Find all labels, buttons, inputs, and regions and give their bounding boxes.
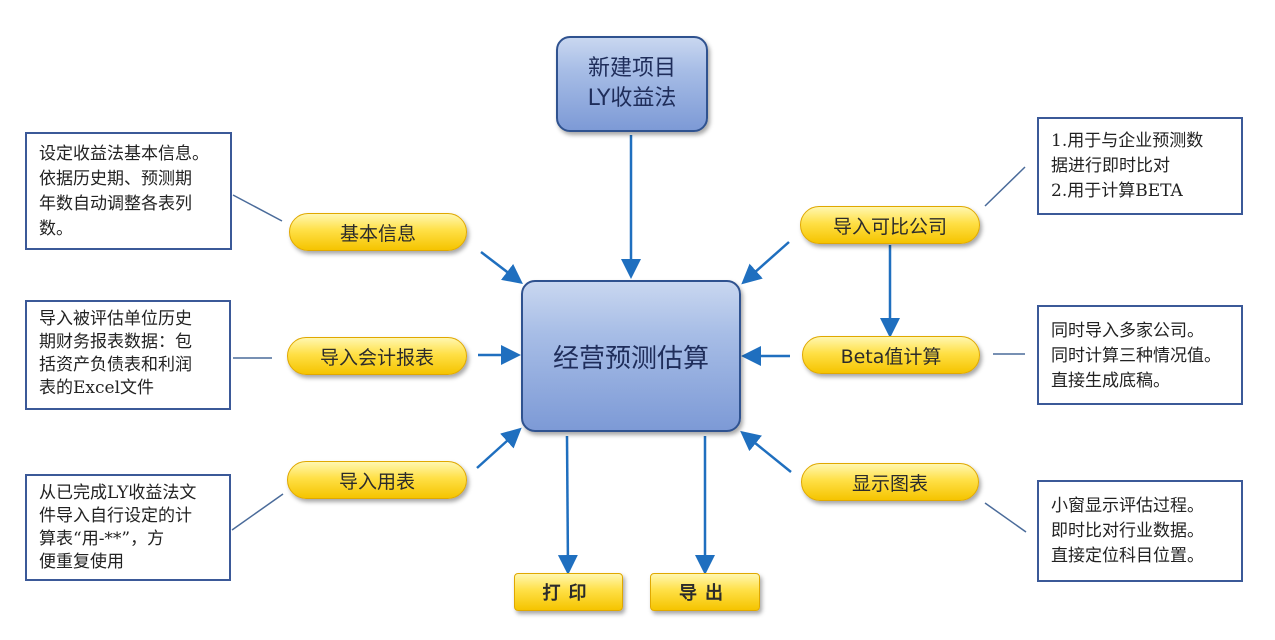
comparable-note: 1.用于与企业预测数 据进行即时比对 2.用于计算BETA [1037,117,1243,215]
note-line: 同时计算三种情况值。 [1051,346,1221,366]
arrow-basic-info-to-center [480,251,523,285]
import-comparable-label: 导入可比公司 [832,215,947,238]
basic-info-note: 设定收益法基本信息。 依据历史期、预测期 年数自动调整各表列 数。 [25,132,232,250]
export-label: 导出 [679,583,731,604]
import-tables-label: 导入用表 [338,470,415,493]
connector-comparable-note [984,166,1026,207]
note-line: 1.用于与企业预测数 [1051,131,1204,151]
note-line: 依据历史期、预测期 [39,169,192,189]
show-chart-label: 显示图表 [851,472,928,495]
note-line: 据进行即时比对 [1051,156,1170,176]
note-line: 小窗显示评估过程。 [1051,496,1204,516]
forecast-estimate-node[interactable]: 经营预测估算 [521,280,741,432]
import-accounts-label: 导入会计报表 [319,346,434,369]
note-line: 表的Excel文件 [39,378,155,398]
export-button[interactable]: 导出 [650,573,760,611]
note-line: 年数自动调整各表列 [39,194,192,214]
beta-calc-pill[interactable]: Beta值计算 [802,336,980,374]
note-line: 直接生成底稿。 [1051,371,1170,391]
print-label: 打印 [542,583,595,604]
note-line: 2.用于计算BETA [1051,181,1183,201]
print-button[interactable]: 打印 [514,573,623,611]
method-label: LY收益法 [587,86,677,111]
note-line: 直接定位科目位置。 [1051,546,1204,566]
arrow-tables-to-center [476,427,522,469]
note-line: 件导入自行设定的计 [39,506,192,526]
note-line: 同时导入多家公司。 [1051,321,1204,341]
beta-calc-label: Beta值计算 [840,345,942,368]
beta-note: 同时导入多家公司。 同时计算三种情况值。 直接生成底稿。 [1037,305,1243,405]
chart-note: 小窗显示评估过程。 即时比对行业数据。 直接定位科目位置。 [1037,480,1243,582]
connector-chart-note [984,502,1027,533]
import-tables-pill[interactable]: 导入用表 [287,461,467,499]
basic-info-pill[interactable]: 基本信息 [289,213,467,251]
arrow-center-to-print [557,435,578,575]
arrow-chart-to-center [740,430,792,473]
basic-info-label: 基本信息 [339,222,416,245]
new-project-node[interactable]: 新建项目 LY收益法 [556,36,708,132]
note-line: 数。 [39,219,73,239]
import-comparable-pill[interactable]: 导入可比公司 [800,206,980,244]
new-project-label: 新建项目 [587,56,676,81]
note-line: 便重复使用 [39,552,124,572]
note-line: 导入被评估单位历史 [39,309,192,329]
note-line: 即时比对行业数据。 [1051,521,1204,541]
note-line: 设定收益法基本信息。 [39,144,209,164]
forecast-estimate-label: 经营预测估算 [552,343,709,374]
import-tables-note: 从已完成LY收益法文 件导入自行设定的计 算表“用-**”，方 便重复使用 [25,474,231,581]
note-line: 期财务报表数据：包 [39,332,192,352]
connector-basic-info-note [232,194,283,222]
arrow-comparable-to-center [741,241,790,285]
show-chart-pill[interactable]: 显示图表 [801,463,979,501]
import-accounts-pill[interactable]: 导入会计报表 [287,337,467,375]
note-line: 算表“用-**”，方 [39,529,165,549]
note-line: 从已完成LY收益法文 [39,483,197,503]
connector-tables-note [231,493,284,531]
import-accounts-note: 导入被评估单位历史 期财务报表数据：包 括资产负债表和利润 表的Excel文件 [25,300,231,410]
note-line: 括资产负债表和利润 [39,355,192,375]
